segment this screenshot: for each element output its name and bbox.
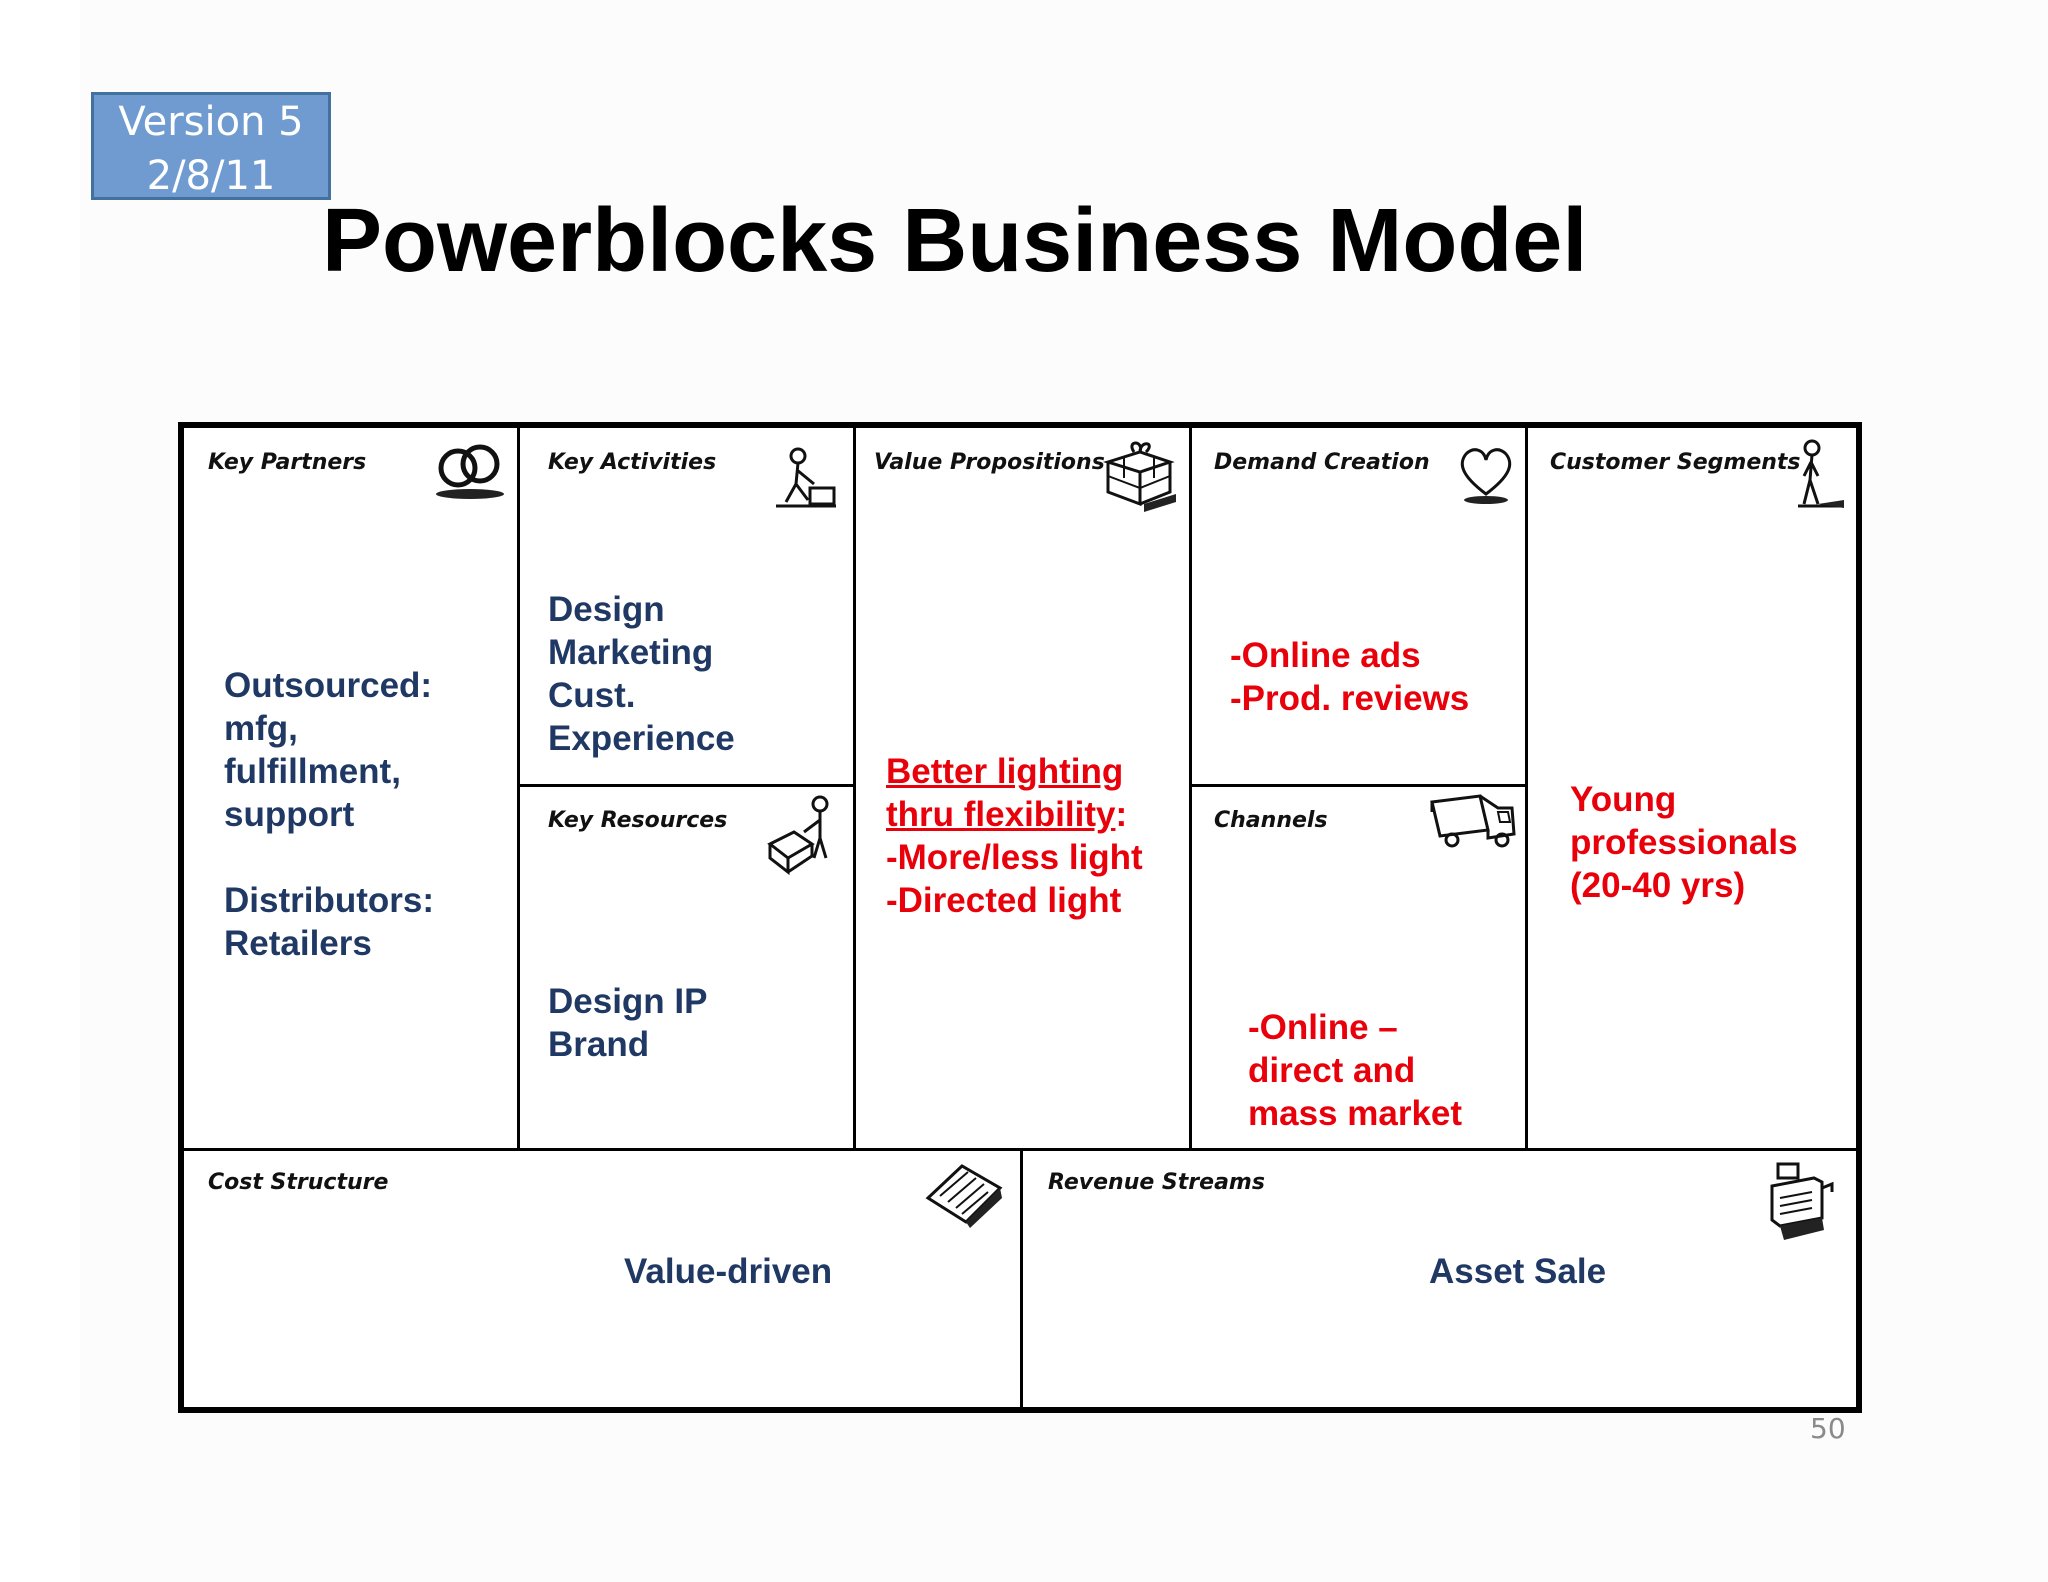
text-line: Design [548, 590, 665, 629]
text-line: professionals [1570, 823, 1798, 862]
key-partners-text: Outsourced: mfg, fulfillment, support Di… [224, 664, 434, 965]
channels-text: -Online – direct and mass market [1248, 1006, 1462, 1135]
text-line: mfg, [224, 709, 298, 748]
gift-icon [1102, 441, 1176, 512]
business-model-canvas: Key Partners Outsourced: mfg, fulfillmen… [178, 422, 1862, 1413]
page-number: 50 [1810, 1412, 1846, 1445]
divider [1189, 784, 1526, 787]
value-propositions-text: Better lighting thru flexibility: -More/… [886, 750, 1143, 922]
worker-with-block-icon [767, 795, 829, 876]
revenue-streams-text: Asset Sale [1429, 1252, 1607, 1291]
key-resources-text: Design IP Brand [548, 980, 707, 1066]
key-activities-text: Design Marketing Cust. Experience [548, 588, 735, 760]
version-badge-line1: Version 5 [118, 99, 304, 145]
text-line: Brand [548, 1025, 650, 1064]
text-line [224, 836, 434, 879]
version-badge: Version 5 2/8/11 [91, 92, 331, 200]
divider [853, 428, 856, 1148]
block-label: Value Propositions [874, 450, 1105, 475]
heart-icon [1460, 448, 1512, 504]
demand-creation-text: -Online ads -Prod. reviews [1230, 634, 1469, 720]
block-label: Key Resources [548, 808, 728, 833]
worker-icon [776, 447, 836, 508]
customer-segments-text: Young professionals (20-40 yrs) [1570, 778, 1798, 907]
block-label: Key Activities [548, 450, 717, 475]
person-icon [1798, 439, 1844, 508]
text-line: Cust. [548, 676, 636, 715]
text-line: Marketing [548, 633, 714, 672]
truck-icon [1430, 794, 1516, 848]
text-line: Distributors: [224, 881, 434, 920]
cash-register-icon [1770, 1162, 1834, 1240]
text-line: (20-40 yrs) [1570, 866, 1746, 905]
text-line: direct and [1248, 1051, 1416, 1090]
block-label: Channels [1214, 808, 1328, 833]
slide-title: Powerblocks Business Model [322, 191, 1588, 291]
text-line: support [224, 795, 355, 834]
divider [1020, 1148, 1023, 1413]
divider [517, 428, 520, 1148]
text-line: fulfillment, [224, 752, 401, 791]
text-line: Retailers [224, 924, 372, 963]
block-label: Cost Structure [208, 1170, 389, 1195]
text-line: mass market [1248, 1094, 1463, 1133]
text-line: Outsourced: [224, 666, 433, 705]
text-line: -Online – [1248, 1008, 1398, 1047]
block-label: Demand Creation [1214, 450, 1430, 475]
text-line: -Online ads [1230, 636, 1421, 675]
text-line: -More/less light [886, 838, 1143, 877]
text-line: Design IP [548, 982, 708, 1021]
block-label: Key Partners [208, 450, 367, 475]
divider [517, 784, 854, 787]
text-line: Better lighting [886, 752, 1124, 791]
receipt-icon [925, 1164, 1003, 1228]
linked-rings-icon [436, 444, 504, 499]
cost-structure-text: Value-driven [624, 1252, 833, 1291]
version-badge-line2: 2/8/11 [146, 153, 276, 199]
divider [1525, 428, 1528, 1148]
text-line: -Directed light [886, 881, 1122, 920]
block-label: Revenue Streams [1048, 1170, 1265, 1195]
text-line: Young [1570, 780, 1677, 819]
divider [1189, 428, 1192, 1148]
block-label: Customer Segments [1550, 450, 1801, 475]
text-line: Experience [548, 719, 735, 758]
text-line: -Prod. reviews [1230, 679, 1470, 718]
text-line: thru flexibility: [886, 795, 1128, 834]
